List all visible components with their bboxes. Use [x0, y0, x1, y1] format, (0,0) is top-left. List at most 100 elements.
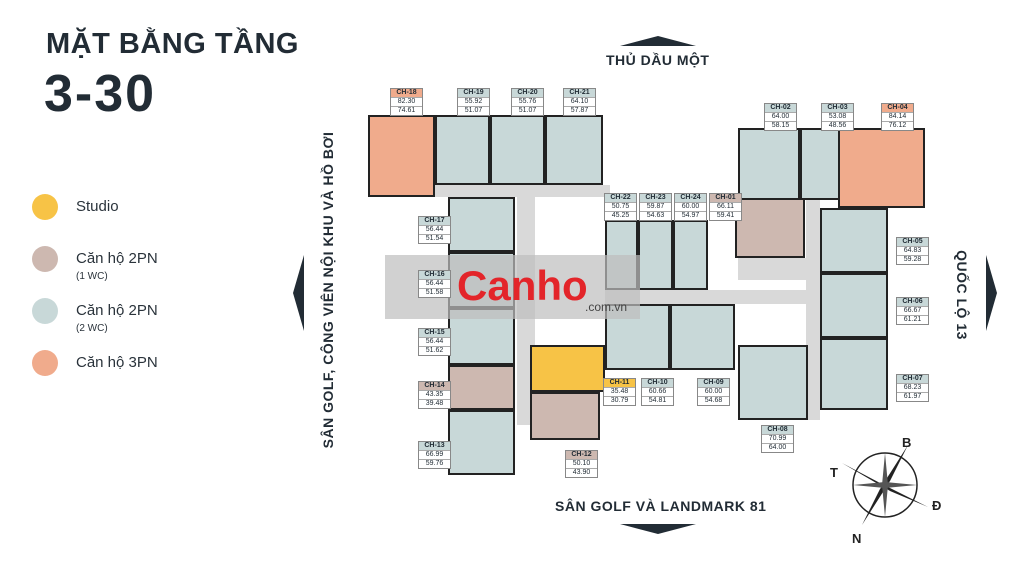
unit-area-gross: 68.23 — [897, 383, 928, 392]
arrow-right-icon — [986, 255, 997, 331]
direction-left: SÂN GOLF, CÔNG VIÊN NỘI KHU VÀ HỒ BƠI — [320, 131, 336, 449]
compass-north: B — [902, 435, 911, 450]
unit-id: CH-11 — [604, 379, 635, 387]
unit-area-net: 57.87 — [564, 106, 595, 115]
unit-area-net: 51.62 — [419, 346, 450, 355]
unit-ch-24[interactable] — [673, 220, 708, 290]
corridor — [605, 290, 820, 304]
unit-area-net: 74.61 — [391, 106, 422, 115]
unit-area-net: 51.07 — [512, 106, 543, 115]
unit-area-net: 59.76 — [419, 459, 450, 468]
corridor — [806, 200, 820, 420]
unit-area-gross: 50.10 — [566, 459, 597, 468]
arrow-left-icon — [293, 255, 304, 331]
unit-area-net: 54.97 — [675, 211, 706, 220]
unit-id: CH-06 — [897, 298, 928, 306]
unit-ch-21[interactable] — [545, 115, 603, 185]
compass-west: T — [830, 465, 838, 480]
unit-area-net: 39.48 — [419, 399, 450, 408]
unit-id: CH-05 — [897, 238, 928, 246]
unit-ch-04[interactable] — [838, 128, 925, 208]
unit-area-net: 30.79 — [604, 396, 635, 405]
unit-area-gross: 64.00 — [765, 112, 796, 121]
unit-id: CH-13 — [419, 442, 450, 450]
legend-label: Căn hộ 3PN — [76, 354, 158, 371]
unit-area-net: 48.56 — [822, 121, 853, 130]
unit-ch-23[interactable] — [638, 220, 673, 290]
unit-area-net: 54.81 — [642, 396, 673, 405]
unit-area-gross: 43.35 — [419, 390, 450, 399]
compass-east: Đ — [932, 498, 941, 513]
legend-item: Căn hộ 2PN(2 WC) — [32, 298, 158, 338]
unit-area-gross: 66.99 — [419, 450, 450, 459]
unit-id: CH-21 — [564, 89, 595, 97]
unit-ch-13[interactable] — [448, 410, 515, 475]
unit-area-net: 76.12 — [882, 121, 913, 130]
unit-ch-11[interactable] — [530, 345, 605, 392]
unit-ch-07[interactable] — [820, 338, 888, 410]
unit-area-gross: 60.00 — [698, 387, 729, 396]
corridor — [738, 258, 808, 280]
unit-ch-19[interactable] — [435, 115, 490, 185]
page-title: MẶT BẰNG TẦNG — [46, 28, 299, 60]
unit-ch-18[interactable] — [368, 115, 435, 197]
unit-area-net: 51.07 — [458, 106, 489, 115]
unit-ch-08[interactable] — [738, 345, 808, 420]
unit-area-net: 59.41 — [710, 211, 741, 220]
legend-item: Căn hộ 3PN — [32, 350, 158, 376]
unit-id: CH-18 — [391, 89, 422, 97]
unit-id: CH-20 — [512, 89, 543, 97]
unit-ch-12[interactable] — [530, 392, 600, 440]
unit-area-gross: 35.48 — [604, 387, 635, 396]
unit-area-net: 43.90 — [566, 468, 597, 477]
unit-area-gross: 59.87 — [640, 202, 671, 211]
unit-area-net: 51.58 — [419, 288, 450, 297]
legend-swatch — [32, 194, 58, 220]
unit-id: CH-07 — [897, 375, 928, 383]
unit-area-gross: 50.75 — [605, 202, 636, 211]
unit-ch-06[interactable] — [820, 273, 888, 338]
unit-ch-01[interactable] — [735, 198, 805, 258]
unit-ch-20[interactable] — [490, 115, 545, 185]
legend-swatch — [32, 298, 58, 324]
unit-area-gross: 82.30 — [391, 97, 422, 106]
unit-area-gross: 55.76 — [512, 97, 543, 106]
arrow-up-icon — [620, 36, 696, 46]
unit-area-gross: 70.99 — [762, 434, 793, 443]
unit-area-gross: 66.11 — [710, 202, 741, 211]
unit-ch-14[interactable] — [448, 365, 515, 410]
unit-area-gross: 53.08 — [822, 112, 853, 121]
unit-id: CH-09 — [698, 379, 729, 387]
unit-area-net: 45.25 — [605, 211, 636, 220]
legend-label: Căn hộ 2PN(1 WC) — [76, 250, 158, 282]
unit-ch-17[interactable] — [448, 197, 515, 252]
unit-ch-02[interactable] — [738, 128, 800, 200]
unit-area-net: 54.63 — [640, 211, 671, 220]
unit-area-net: 51.54 — [419, 234, 450, 243]
unit-id: CH-22 — [605, 194, 636, 202]
unit-ch-05[interactable] — [820, 208, 888, 273]
legend-label: Căn hộ 2PN(2 WC) — [76, 302, 158, 334]
unit-ch-09[interactable] — [670, 304, 735, 370]
legend-item: Studio — [32, 194, 119, 220]
unit-id: CH-04 — [882, 104, 913, 112]
unit-area-gross: 56.44 — [419, 337, 450, 346]
unit-area-gross: 60.66 — [642, 387, 673, 396]
